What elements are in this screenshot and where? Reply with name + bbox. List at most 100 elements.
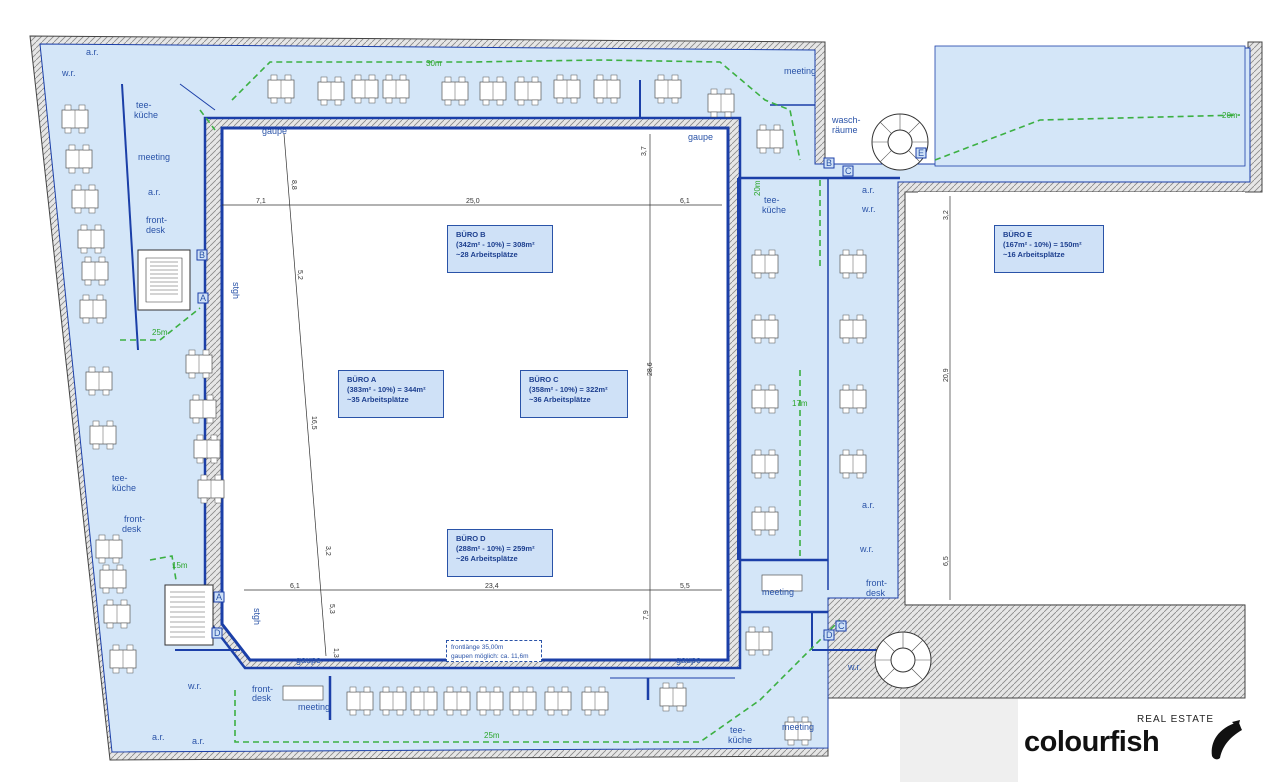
room-front-4: front- <box>866 578 887 588</box>
office-d-name: BÜRO D <box>456 534 486 543</box>
room-tee-4: tee- <box>764 195 780 205</box>
spiral-stair-bottom <box>874 631 932 689</box>
room-kueche-4: küche <box>762 205 786 215</box>
room-desk-4: desk <box>866 588 886 598</box>
dim-7-9: 7,9 <box>643 610 650 620</box>
room-ar-5: a.r. <box>862 500 875 510</box>
escape-20m-left: 20m <box>753 180 762 196</box>
desks-right-wing <box>751 249 867 592</box>
stair-b-label-2: B <box>826 158 832 168</box>
dimension-labels: 7,1 25,0 6,1 3,7 8,8 5,2 16,5 3,2 5,3 1,… <box>256 146 950 658</box>
stair-d-label: D <box>214 628 221 638</box>
escape-20m-right: 20m <box>1222 111 1238 120</box>
office-b-name: BÜRO B <box>456 230 486 239</box>
stair-b-label: B <box>199 250 205 260</box>
logo-name: colourfish <box>1024 726 1160 758</box>
dim-3-2-right: 3,2 <box>943 210 950 220</box>
room-front-1: front- <box>146 215 167 225</box>
room-meeting-4: meeting <box>762 587 794 597</box>
escape-25m-bottom: 25m <box>484 731 500 740</box>
stair-core-b <box>137 249 191 311</box>
frontage-note: frontlänge 35,00m gaupen möglich: ca. 11… <box>446 640 542 662</box>
dim-1-3: 1,3 <box>332 648 339 658</box>
office-box-buero-c: BÜRO C (358m² - 10%) = 322m² ~36 Arbeits… <box>520 370 628 418</box>
room-wr-4: w.r. <box>859 544 874 554</box>
room-wr-1: w.r. <box>61 68 76 78</box>
dim-3-7: 3,7 <box>641 146 648 156</box>
room-ar-3: a.r. <box>152 732 165 742</box>
room-kueche-3: küche <box>728 735 752 745</box>
room-meeting-1: meeting <box>138 152 170 162</box>
office-a-area: (383m² - 10%) = 344m² <box>347 385 426 394</box>
stair-d-label-2: D <box>826 630 833 640</box>
room-front-3: front- <box>252 684 273 694</box>
stair-c-label-2: C <box>838 621 845 631</box>
room-raeume: räume <box>832 125 858 135</box>
dim-5-3: 5,3 <box>328 604 335 614</box>
room-ar-4: a.r. <box>192 736 205 746</box>
stair-a-label-2: A <box>216 592 222 602</box>
colourfish-logo: REAL ESTATE colourfish <box>1018 712 1250 768</box>
room-tee-3: tee- <box>730 725 746 735</box>
office-e-area: (167m² - 10%) = 150m² <box>1003 240 1082 249</box>
stair-a-label: A <box>200 293 206 303</box>
dim-5-5: 5,5 <box>680 583 690 590</box>
office-box-buero-d: BÜRO D (288m² - 10%) = 259m² ~26 Arbeits… <box>447 529 553 577</box>
office-b-area: (342m² - 10%) = 308m² <box>456 240 535 249</box>
interior-walls <box>121 80 900 720</box>
room-wr-3: w.r. <box>847 662 862 672</box>
escape-17m: 17m <box>792 399 808 408</box>
gaupe-1: gaupe <box>262 126 287 136</box>
fish-icon <box>1211 720 1242 760</box>
room-labels: a.r. w.r. tee- küche meeting a.r. front-… <box>61 47 887 746</box>
gaupe-2: gaupe <box>688 132 713 142</box>
spiral-stair-top <box>871 113 929 171</box>
office-d-area: (288m² - 10%) = 259m² <box>456 544 535 553</box>
stgh-1: stgh <box>231 282 241 299</box>
office-c-workplaces: ~36 Arbeitsplätze <box>529 395 591 404</box>
dim-25-0: 25,0 <box>466 198 480 205</box>
gaupe-4: gaupe <box>676 655 701 665</box>
dimension-lines <box>222 133 951 660</box>
office-c-area: (358m² - 10%) = 322m² <box>529 385 608 394</box>
room-desk-2: desk <box>122 524 142 534</box>
stair-c-label: C <box>845 166 852 176</box>
room-kueche-2: küche <box>112 483 136 493</box>
dim-5-2: 5,2 <box>296 270 303 280</box>
dim-6-1-bottom: 6,1 <box>290 583 300 590</box>
office-a-workplaces: ~35 Arbeitsplätze <box>347 395 409 404</box>
dim-20-9: 20,9 <box>943 368 950 382</box>
gaupe-3: gaupe <box>296 655 321 665</box>
office-a-name: BÜRO A <box>347 375 377 384</box>
logo-tagline: REAL ESTATE <box>1137 714 1214 725</box>
dim-3-2: 3,2 <box>324 546 331 556</box>
dim-6-1-top: 6,1 <box>680 198 690 205</box>
escape-route-labels: 30m 25m 15m 25m 17m 20m 20m <box>152 59 1238 740</box>
dim-7-1: 7,1 <box>256 198 266 205</box>
room-desk-3: desk <box>252 693 272 703</box>
escape-30m: 30m <box>426 59 442 68</box>
room-ar-2: a.r. <box>148 187 161 197</box>
office-box-buero-a: BÜRO A (383m² - 10%) = 344m² ~35 Arbeits… <box>338 370 444 418</box>
office-e-name: BÜRO E <box>1003 230 1033 239</box>
courtyard <box>220 126 730 662</box>
stair-core-a <box>164 584 214 646</box>
stair-e-label: E <box>918 148 924 158</box>
room-ar-1: a.r. <box>86 47 99 57</box>
room-ar-6: a.r. <box>862 185 875 195</box>
annex-bottom-right-lower <box>900 698 1018 782</box>
room-meeting-5: meeting <box>784 66 816 76</box>
desks-bottom-wing <box>282 626 812 746</box>
dim-6-5: 6,5 <box>943 556 950 566</box>
frontage-length: frontlänge 35,00m <box>451 644 504 651</box>
escape-25m-left: 25m <box>152 328 168 337</box>
frontage-dormers: gaupen möglich: ca. 11,6m <box>451 653 529 660</box>
dim-28-6: 28,6 <box>647 362 654 376</box>
office-b-workplaces: ~28 Arbeitsplätze <box>456 250 518 259</box>
stgh-2: stgh <box>252 608 262 625</box>
room-tee-1: tee- <box>136 100 152 110</box>
office-c-name: BÜRO C <box>529 375 559 384</box>
escape-15m: 15m <box>172 561 188 570</box>
buero-e-top-strip <box>934 45 1246 167</box>
